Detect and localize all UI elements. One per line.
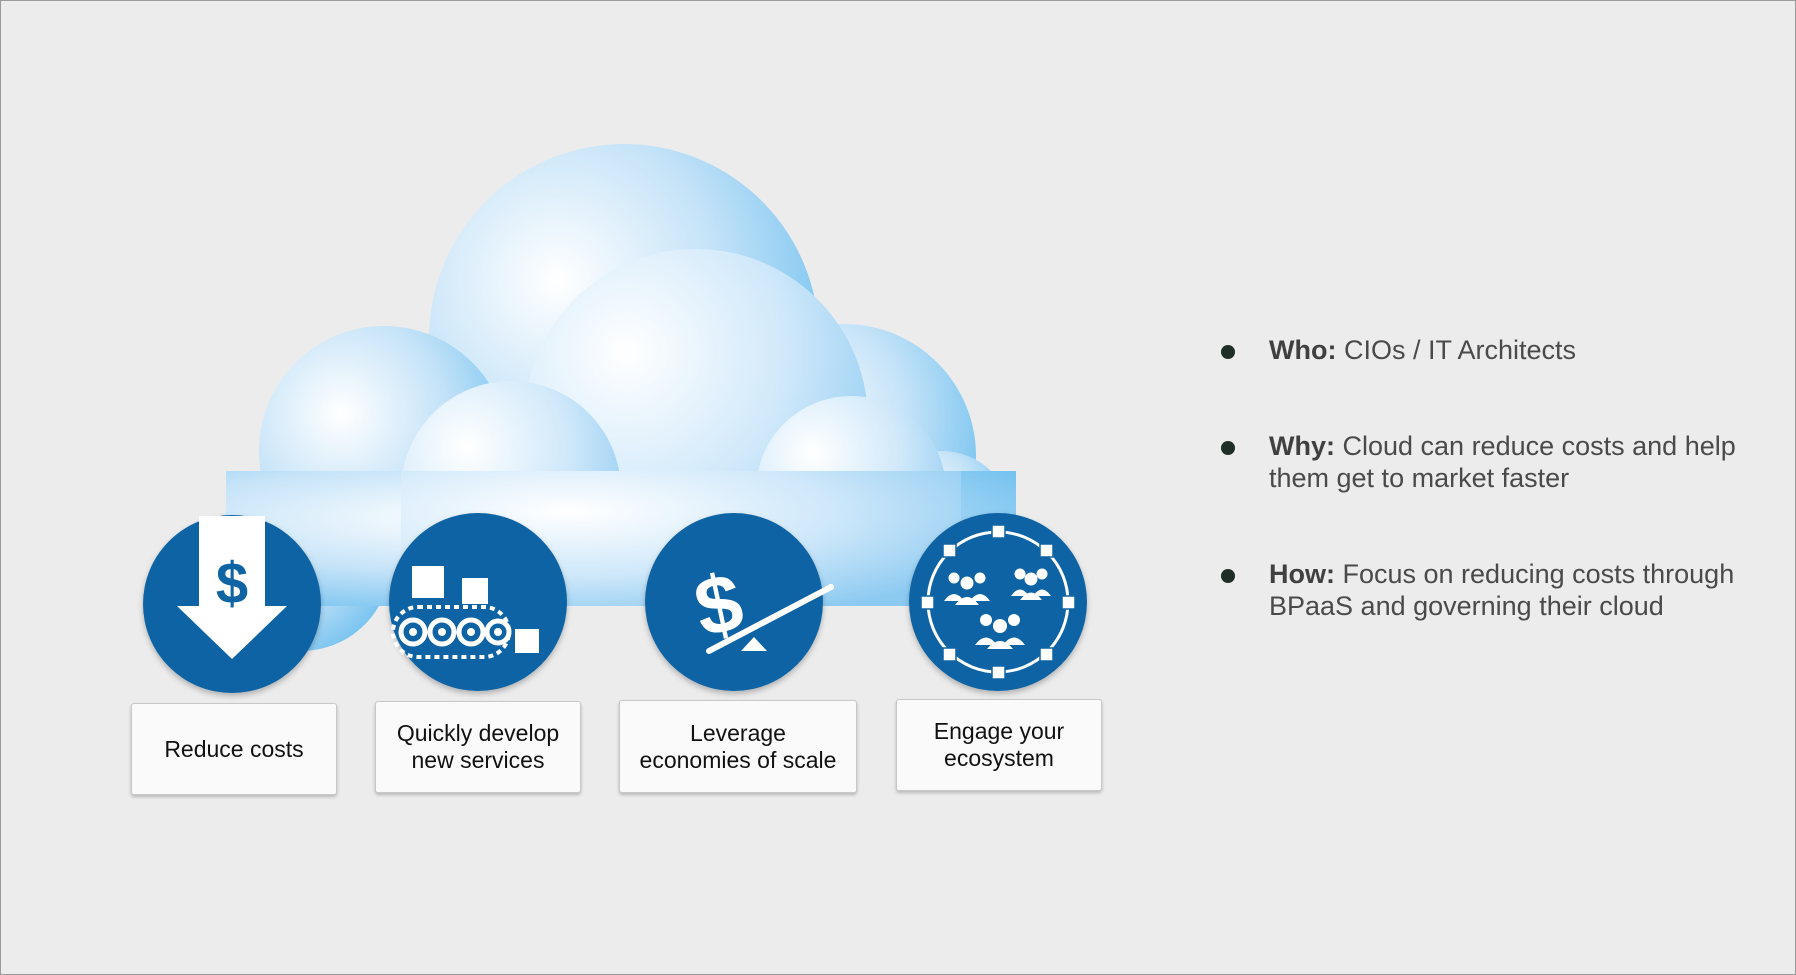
bullet-how: How: Focus on reducing costs through BPa…	[1221, 558, 1741, 622]
bullet-dot	[1221, 441, 1235, 455]
label-text: Engage your ecosystem	[933, 718, 1065, 771]
label-reduce-costs: Reduce costs	[131, 703, 337, 795]
bullet-text: Cloud can reduce costs and help them get…	[1269, 431, 1736, 493]
label-text: Quickly develop new services	[396, 720, 560, 773]
bullet-text: CIOs / IT Architects	[1336, 335, 1577, 365]
bullet-key: Why:	[1269, 431, 1335, 461]
bullet-list: Who: CIOs / IT Architects Why: Cloud can…	[1221, 334, 1741, 622]
bullet-why: Why: Cloud can reduce costs and help the…	[1221, 430, 1741, 494]
bullet-who: Who: CIOs / IT Architects	[1221, 334, 1741, 366]
bullet-key: Who:	[1269, 335, 1337, 365]
bullet-key: How:	[1269, 559, 1335, 589]
label-leverage-economies: Leverage economies of scale	[619, 700, 857, 793]
label-engage-ecosystem: Engage your ecosystem	[896, 699, 1102, 791]
svg-text:$: $	[216, 551, 248, 616]
dollar-down-arrow-icon: $	[143, 515, 321, 693]
ecosystem-network-icon	[909, 513, 1087, 691]
label-quickly-develop: Quickly develop new services	[375, 701, 581, 793]
bullet-dot	[1221, 345, 1235, 359]
bullet-dot	[1221, 569, 1235, 583]
label-text: Reduce costs	[164, 735, 304, 762]
conveyor-belt-icon	[389, 513, 567, 691]
bullet-text: Focus on reducing costs through BPaaS an…	[1269, 559, 1735, 621]
label-text: Leverage economies of scale	[639, 719, 837, 773]
dollar-seesaw-icon: $	[645, 513, 834, 691]
